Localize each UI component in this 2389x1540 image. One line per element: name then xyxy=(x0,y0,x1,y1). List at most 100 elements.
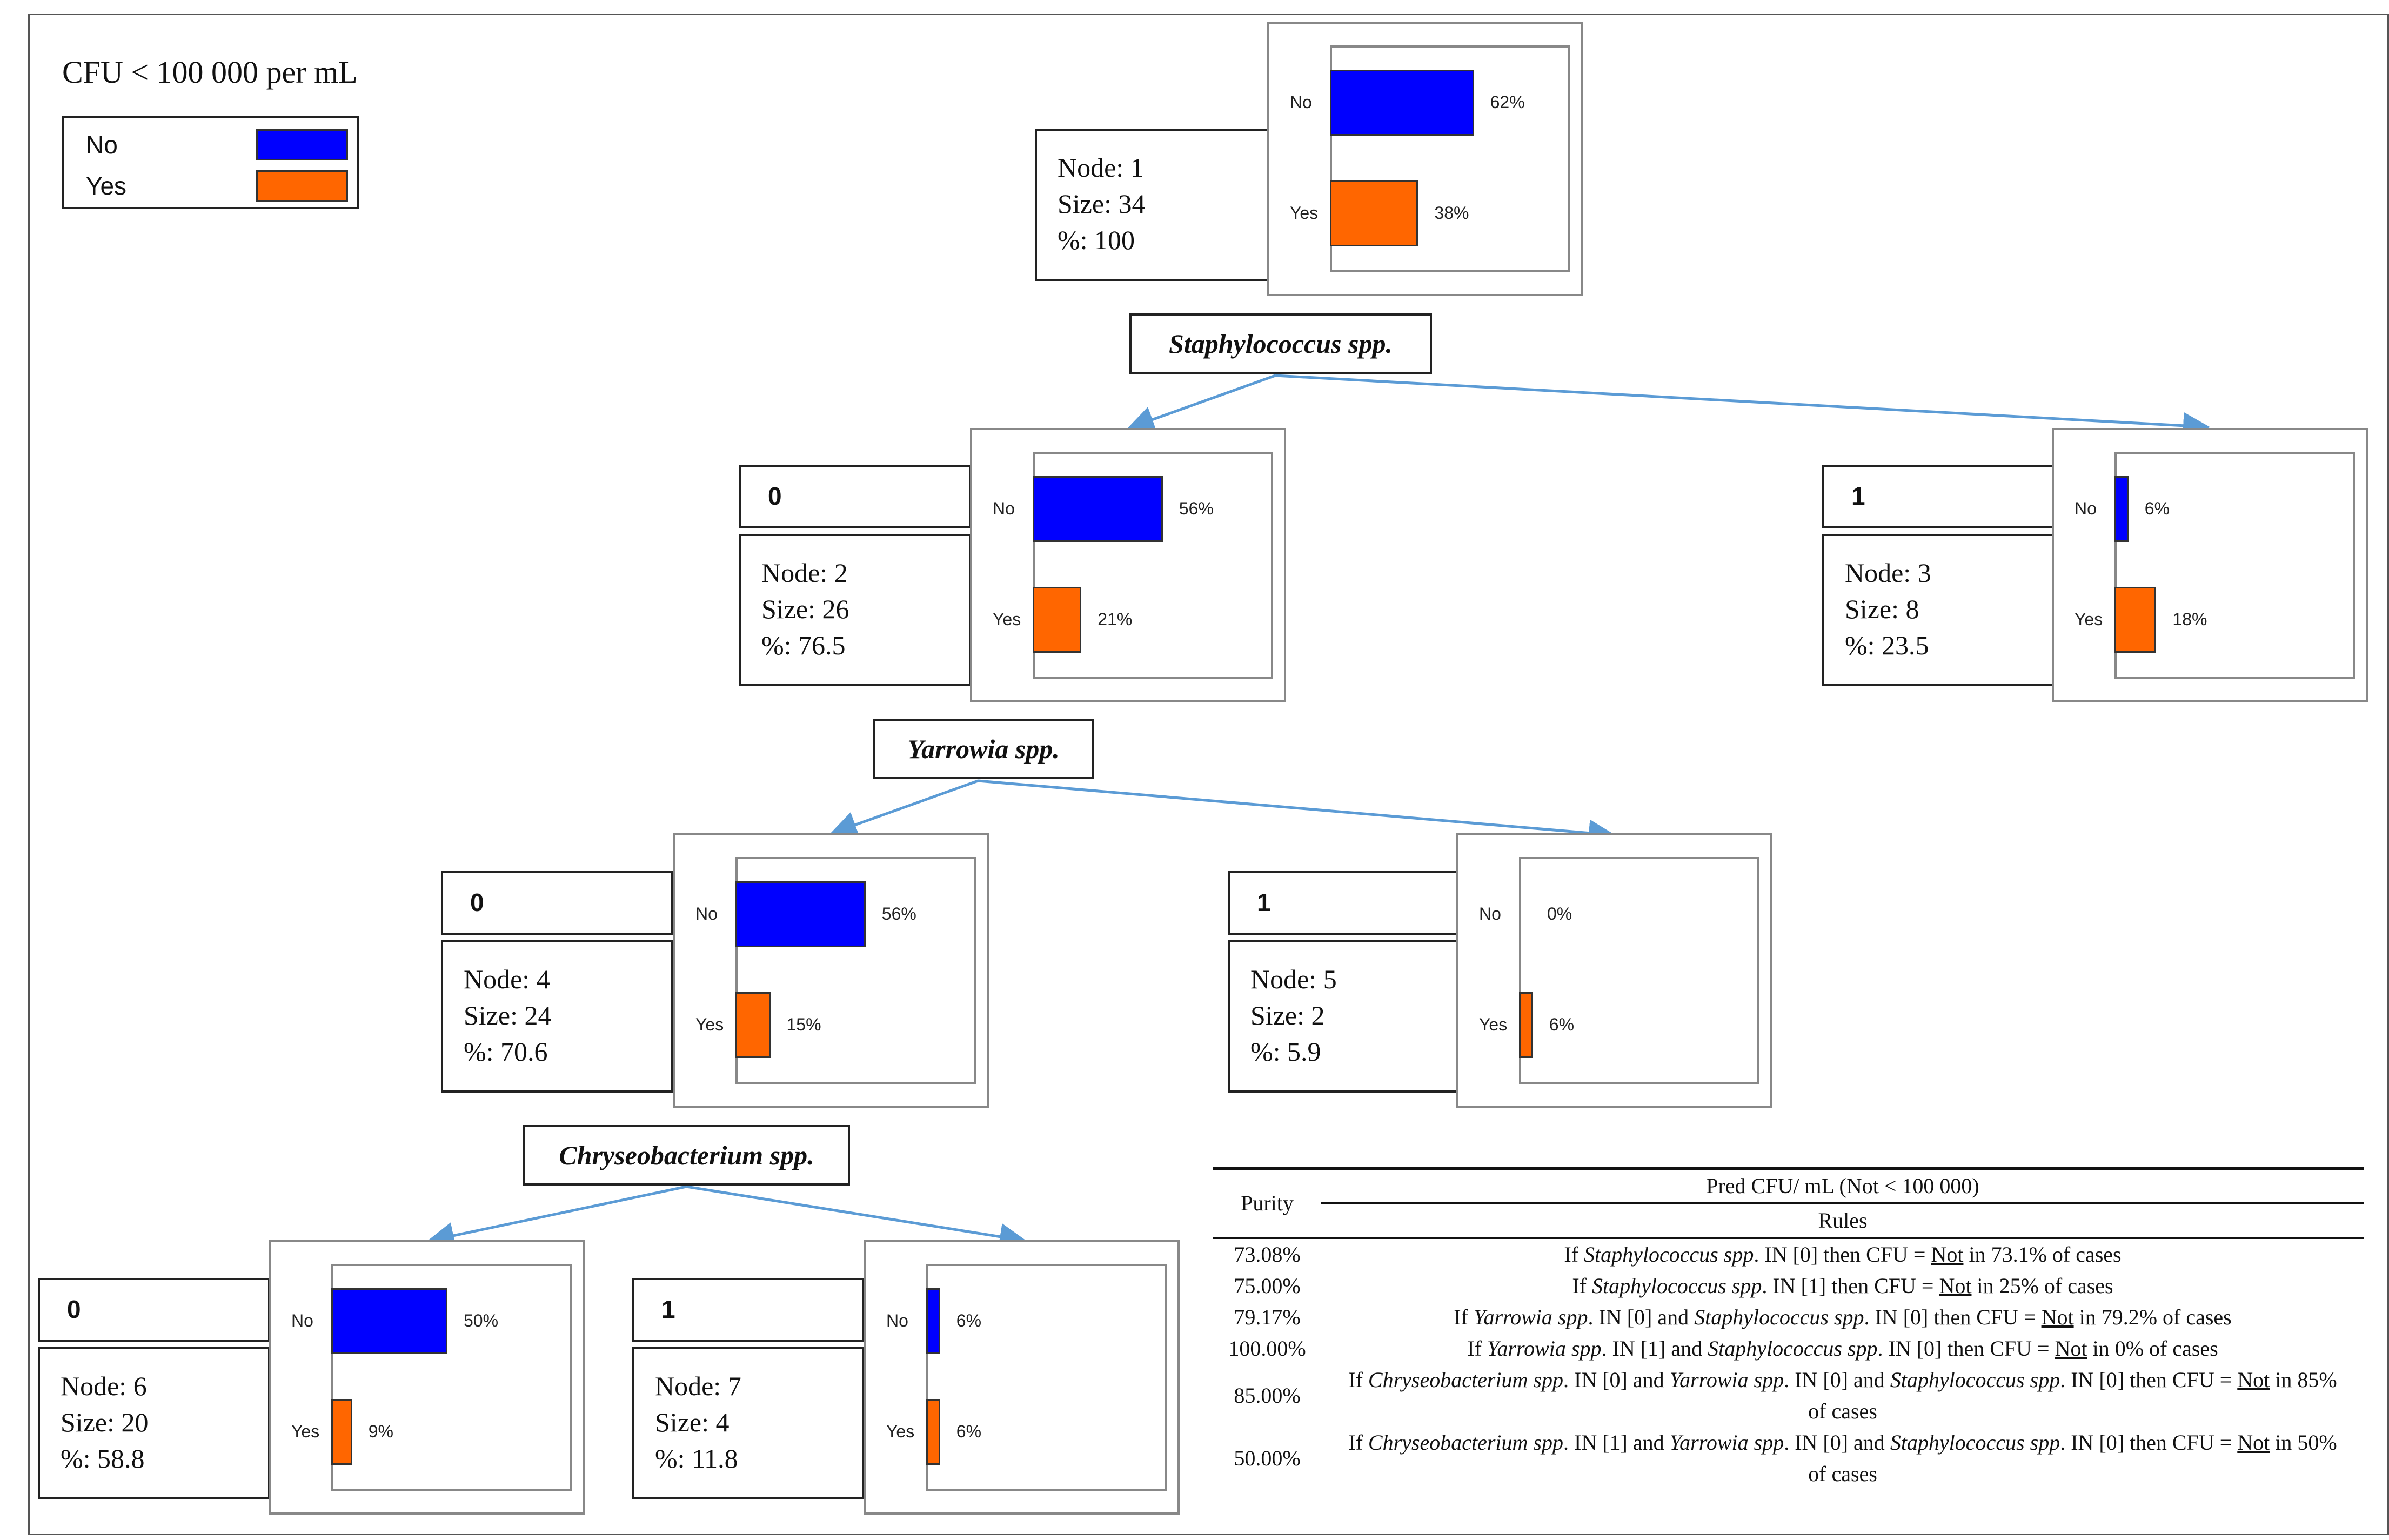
purity-header: Purity xyxy=(1241,1191,1294,1215)
node1-size: Size: 34 xyxy=(1058,189,1146,219)
node5-branch-label: 1 xyxy=(1228,871,1460,935)
rule-purity: 100.00% xyxy=(1228,1336,1306,1361)
node3-size: Size: 8 xyxy=(1845,594,1919,624)
pred-header: Pred CFU/ mL (Not < 100 000) xyxy=(1321,1168,2364,1204)
node3-info: Node: 3 Size: 8 %: 23.5 xyxy=(1822,534,2055,686)
node2-size: Size: 26 xyxy=(761,594,849,624)
node4-id: Node: 4 xyxy=(464,964,550,994)
edge-node2-node5 xyxy=(978,779,1616,847)
node6-branch-label: 0 xyxy=(38,1278,270,1342)
rule-purity: 50.00% xyxy=(1234,1446,1301,1470)
node1-bar-yes xyxy=(1330,180,1418,246)
node2-category-no: No xyxy=(993,499,1015,518)
node5-category-yes: Yes xyxy=(1479,1015,1508,1034)
rule-text: If Yarrowia spp. IN [1] and Staphylococc… xyxy=(1467,1336,2218,1361)
node4-size: Size: 24 xyxy=(464,1000,552,1030)
legend-swatch-yes xyxy=(256,170,348,202)
node6-chart: No 50% Yes 9% xyxy=(269,1240,585,1515)
node3-percent: %: 23.5 xyxy=(1845,630,1929,660)
legend-label-no: No xyxy=(86,131,118,159)
node6-value-no: 50% xyxy=(464,1311,499,1330)
node6-size: Size: 20 xyxy=(61,1407,149,1437)
rule-text: If Chryseobacterium spp. IN [1] and Yarr… xyxy=(1348,1430,2337,1486)
node7-plot-area xyxy=(926,1264,1167,1491)
node6-plot-area xyxy=(331,1264,572,1491)
rule-row: 100.00% If Yarrowia spp. IN [1] and Staph… xyxy=(1213,1333,2364,1364)
rule-text: If Yarrowia spp. IN [0] and Staphylococc… xyxy=(1454,1305,2232,1329)
rule-purity: 73.08% xyxy=(1234,1242,1301,1267)
node4-value-yes: 15% xyxy=(786,1015,821,1034)
rule-purity: 79.17% xyxy=(1234,1305,1301,1329)
rule-text: If Chryseobacterium spp. IN [0] and Yarr… xyxy=(1348,1368,2337,1423)
rule-text: If Staphylococcus spp. IN [1] then CFU =… xyxy=(1572,1274,2113,1298)
node2-branch-label: 0 xyxy=(739,465,971,528)
node4-value-no: 56% xyxy=(881,904,916,923)
node7-info: Node: 7 Size: 4 %: 11.8 xyxy=(632,1347,865,1499)
node4-bar-no xyxy=(735,881,866,947)
node1-info: Node: 1 Size: 34 %: 100 xyxy=(1035,129,1273,281)
edge-node1-node3 xyxy=(1275,374,2210,439)
node2-value-no: 56% xyxy=(1179,499,1214,518)
node7-size: Size: 4 xyxy=(655,1407,730,1437)
node4-category-yes: Yes xyxy=(695,1015,724,1034)
legend: No Yes xyxy=(62,116,359,209)
node3-value-yes: 18% xyxy=(2172,610,2207,629)
node3-id: Node: 3 xyxy=(1845,558,1931,588)
node5-category-no: No xyxy=(1479,904,1501,923)
node2-id: Node: 2 xyxy=(761,558,848,588)
node1-value-no: 62% xyxy=(1490,92,1525,112)
node6-category-no: No xyxy=(291,1311,313,1330)
diagram-frame xyxy=(28,14,2389,1535)
node7-id: Node: 7 xyxy=(655,1371,741,1401)
node2-plot-area xyxy=(1033,452,1273,679)
node6-info: Node: 6 Size: 20 %: 58.8 xyxy=(38,1347,270,1499)
legend-label-yes: Yes xyxy=(86,172,127,200)
node4-info: Node: 4 Size: 24 %: 70.6 xyxy=(441,940,673,1093)
rule-purity: 85.00% xyxy=(1234,1383,1301,1408)
node4-percent: %: 70.6 xyxy=(464,1036,548,1067)
node7-bar-yes xyxy=(926,1399,940,1465)
node1-bar-no xyxy=(1330,70,1474,136)
node6-value-yes: 9% xyxy=(368,1422,393,1441)
node3-category-yes: Yes xyxy=(2075,610,2103,629)
node7-value-yes: 6% xyxy=(956,1422,982,1441)
rule-text: If Staphylococcus spp. IN [0] then CFU =… xyxy=(1564,1242,2122,1267)
rule-row: 85.00% If Chryseobacterium spp. IN [0] an… xyxy=(1213,1364,2364,1427)
node7-category-yes: Yes xyxy=(886,1422,915,1441)
node6-id: Node: 6 xyxy=(61,1371,147,1401)
edge-node1-node2 xyxy=(1127,374,1276,433)
node1-category-yes: Yes xyxy=(1290,203,1319,223)
node3-category-no: No xyxy=(2075,499,2097,518)
rule-row: 73.08% If Staphylococcus spp. IN [0] then… xyxy=(1213,1238,2364,1270)
node2-value-yes: 21% xyxy=(1098,610,1133,629)
node1-plot-area xyxy=(1330,45,1570,272)
node5-value-yes: 6% xyxy=(1549,1015,1575,1034)
node5-value-no: 0% xyxy=(1547,904,1572,923)
split-label-chryseobacterium: Chryseobacterium spp. xyxy=(523,1125,850,1186)
node3-bar-yes xyxy=(2114,587,2157,653)
edge-node2-node4 xyxy=(829,779,979,838)
node2-percent: %: 76.5 xyxy=(761,630,846,660)
legend-title: CFU < 100 000 per mL xyxy=(62,55,358,90)
split-label-yarrowia: Yarrowia spp. xyxy=(873,719,1094,779)
node2-info: Node: 2 Size: 26 %: 76.5 xyxy=(739,534,971,686)
node5-percent: %: 5.9 xyxy=(1250,1036,1321,1067)
node5-info: Node: 5 Size: 2 %: 5.9 xyxy=(1228,940,1460,1093)
node2-bar-yes xyxy=(1033,587,1082,653)
node6-category-yes: Yes xyxy=(291,1422,320,1441)
node1-category-no: No xyxy=(1290,92,1312,112)
rule-row: 79.17% If Yarrowia spp. IN [0] and Staphy… xyxy=(1213,1302,2364,1333)
node1-id: Node: 1 xyxy=(1058,152,1144,183)
node6-bar-yes xyxy=(331,1399,352,1465)
rule-row: 75.00%If Staphylococcus spp. IN [1] then… xyxy=(1213,1270,2364,1302)
node5-chart: No 0% Yes 6% xyxy=(1456,833,1772,1108)
rule-row: 50.00% If Chryseobacterium spp. IN [1] an… xyxy=(1213,1427,2364,1490)
node7-percent: %: 11.8 xyxy=(655,1443,738,1474)
node3-bar-no xyxy=(2114,476,2129,542)
node3-plot-area xyxy=(2114,452,2355,679)
node6-bar-no xyxy=(331,1288,447,1354)
